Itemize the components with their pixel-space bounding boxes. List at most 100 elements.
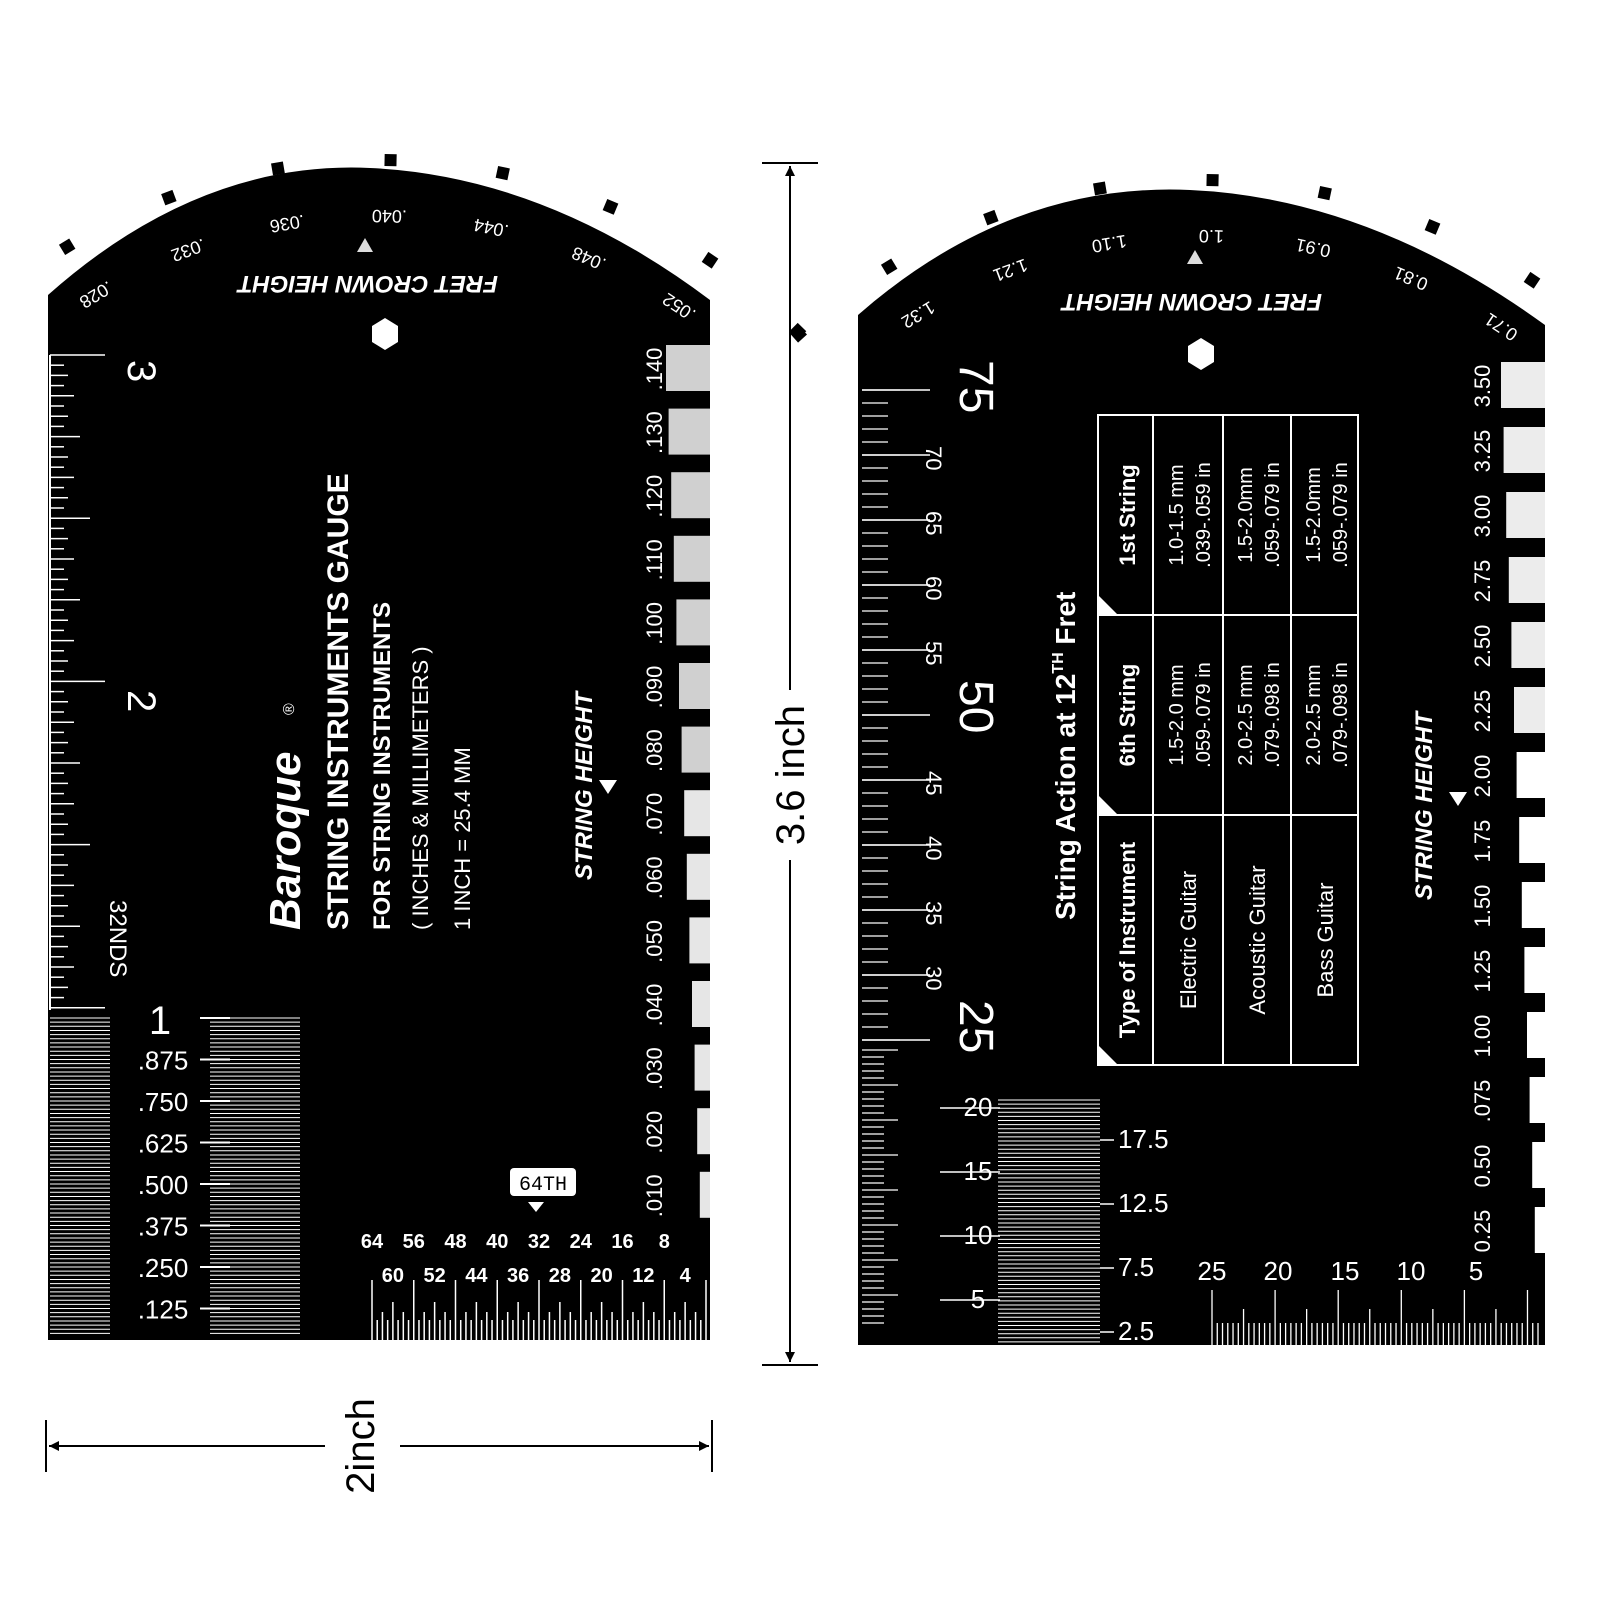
crown-notch: [602, 199, 619, 215]
crown-notch: [701, 251, 719, 269]
crown-label: 0.61: [1561, 372, 1600, 411]
brand-logo: Baroque: [261, 752, 310, 930]
crown-label: .024: [0, 337, 34, 375]
height-label: 3.00: [1470, 495, 1495, 538]
bottom-number-top: 16: [611, 1231, 633, 1253]
fraction-label: .625: [138, 1129, 189, 1159]
height-label: .100: [642, 602, 667, 645]
lower-left-number: 10: [964, 1220, 993, 1250]
height-step-swatch: [1511, 622, 1545, 668]
height-step-swatch: [668, 408, 710, 455]
height-step-swatch: [1529, 1077, 1545, 1123]
lower-left-number: 5: [971, 1284, 985, 1314]
height-step-swatch: [671, 472, 710, 519]
height-label: .010: [642, 1174, 667, 1217]
bottom-mm-number: 25: [1198, 1256, 1227, 1286]
height-label: .130: [642, 411, 667, 454]
left-inch-ruler: [49, 354, 105, 1010]
height-label: .040: [642, 984, 667, 1027]
mm-small-number: 40: [921, 836, 946, 860]
fraction-label: 1: [149, 999, 171, 1043]
height-label: .050: [642, 920, 667, 963]
bottom-number-top: 40: [486, 1231, 508, 1253]
height-step-swatch: [1516, 752, 1545, 798]
right-string-height-label: STRING HEIGHT: [1411, 710, 1438, 900]
lower-right-number: 12.5: [1118, 1188, 1169, 1218]
height-step-swatch: [1519, 817, 1545, 863]
height-step-swatch: [697, 1108, 710, 1155]
height-step-swatch: [1527, 1012, 1545, 1058]
ruler-number-2: 2: [119, 690, 163, 712]
bottom-number-bottom: 28: [549, 1265, 571, 1287]
64th-badge: 64TH: [519, 1174, 567, 1197]
height-label: 1.50: [1470, 885, 1495, 928]
crown-label: .056: [739, 352, 778, 391]
height-label: .070: [642, 793, 667, 836]
height-step-swatch: [684, 790, 710, 837]
gauge-title: STRING INSTRUMENTS GAUGE: [322, 473, 355, 930]
bottom-number-top: 48: [444, 1231, 466, 1253]
bottom-number-bottom: 12: [632, 1265, 654, 1287]
mm-small-number: 45: [921, 771, 946, 795]
height-label: .030: [642, 1047, 667, 1090]
height-label: .110: [642, 539, 667, 580]
crown-notch: [1523, 271, 1541, 289]
height-label: 3.50: [1470, 365, 1495, 408]
bottom-mm-number: 5: [1469, 1256, 1483, 1286]
height-step-swatch: [689, 917, 710, 964]
height-label: .080: [642, 729, 667, 772]
crown-label: .040: [372, 206, 407, 227]
height-label: .090: [642, 666, 667, 709]
crown-notch: [58, 238, 76, 256]
crown-label: 1.0: [1199, 226, 1224, 247]
bottom-number-bottom: 36: [507, 1265, 529, 1287]
row-bass-1st-in: .059-.079 in: [1330, 462, 1352, 568]
height-step-swatch: [1532, 1142, 1545, 1188]
crown-notch: [880, 258, 898, 276]
header-corner-icon: [1098, 795, 1118, 815]
height-label: .075: [1470, 1080, 1495, 1123]
header-corner-icon: [1098, 595, 1118, 615]
crown-notch: [161, 189, 177, 206]
row-electric-1st-in: .039-.059 in: [1193, 462, 1215, 568]
fraction-label: .750: [138, 1087, 189, 1117]
row-acoustic-1st-in: .059-.079 in: [1262, 462, 1284, 568]
row-electric-type: Electric Guitar: [1176, 871, 1201, 1009]
crown-label: 1.42: [816, 357, 855, 395]
string-height-pointer-icon: [599, 780, 617, 794]
row-bass-6th-in: .079-.098 in: [1330, 662, 1352, 768]
crown-notch: [1424, 219, 1441, 235]
bottom-number-top: 24: [570, 1231, 593, 1253]
bottom-number-bottom: 44: [465, 1265, 488, 1287]
height-step-swatch: [1501, 362, 1545, 408]
height-step-swatch: [679, 663, 710, 709]
mm-big-number: 50: [949, 680, 1002, 733]
mm-small-number: 60: [921, 576, 946, 600]
row-acoustic-6th-in: .079-.098 in: [1262, 662, 1284, 768]
fraction-label: .250: [138, 1253, 189, 1283]
bottom-number-bottom: 20: [591, 1265, 613, 1287]
crown-notch: [271, 161, 285, 176]
bottom-number-top: 32: [528, 1231, 550, 1253]
left-fraction-ruler: 1.875.750.625.500.375.250.125: [50, 999, 300, 1334]
hexagon-hole-icon: [372, 318, 398, 350]
row-electric-6th-in: .059-.079 in: [1193, 662, 1215, 768]
mm-small-number: 70: [921, 446, 946, 470]
bottom-number-bottom: 52: [424, 1265, 446, 1287]
height-step-swatch: [1506, 492, 1545, 538]
height-label: 0.50: [1470, 1145, 1495, 1188]
height-step-swatch: [686, 853, 710, 900]
height-step-swatch: [692, 981, 710, 1027]
string-height-label: STRING HEIGHT: [571, 690, 598, 880]
crown-notch: [495, 165, 510, 181]
height-label: 1.75: [1470, 820, 1495, 863]
bottom-number-bottom: 4: [680, 1265, 692, 1287]
left-gauge-card: .024.028.032.036.040.044.048.052.056 FRE…: [0, 154, 807, 1340]
mm-big-number: 75: [949, 360, 1002, 413]
height-label: 2.25: [1470, 690, 1495, 733]
gauge-subtitle: FOR STRING INSTRUMENTS: [369, 602, 396, 930]
